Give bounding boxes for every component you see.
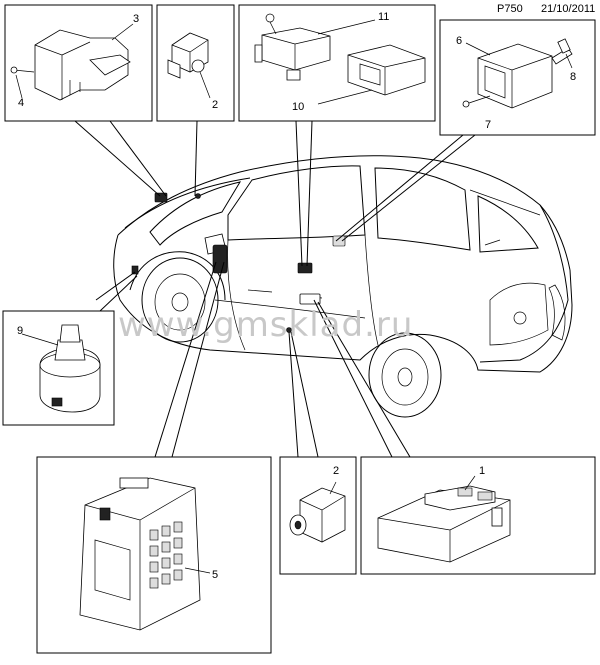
callout-3: 3: [133, 13, 139, 25]
callout-1: 1: [479, 465, 485, 477]
detail-box-3-4: [4, 4, 153, 122]
detail-box-1: [360, 456, 596, 575]
diagram-code: P750: [497, 3, 523, 15]
callout-4: 4: [18, 97, 24, 109]
fuse-array: [149, 521, 183, 589]
callout-2-top: 2: [212, 99, 218, 111]
callout-9: 9: [17, 325, 23, 337]
callout-5: 5: [212, 569, 218, 581]
detail-box-9: [2, 310, 115, 426]
watermark: www.gmsklad.ru: [118, 305, 413, 345]
callout-2-bottom: 2: [333, 465, 339, 477]
vehicle-outline: [113, 155, 573, 418]
vehicle-component-markers: [131, 192, 346, 333]
callout-7: 7: [485, 119, 491, 131]
detail-box-2-bottom: [279, 456, 357, 575]
detail-box-10-11: [238, 4, 436, 122]
callout-8: 8: [570, 71, 576, 83]
diagram-date: 21/10/2011: [541, 3, 596, 15]
leader-lines: [74, 120, 476, 458]
callout-10: 10: [292, 101, 304, 113]
callout-6: 6: [456, 35, 462, 47]
callout-11: 11: [378, 11, 389, 23]
detail-box-2-top: [156, 4, 235, 122]
detail-box-6-7-8: [439, 19, 596, 136]
detail-box-5: [36, 456, 272, 654]
